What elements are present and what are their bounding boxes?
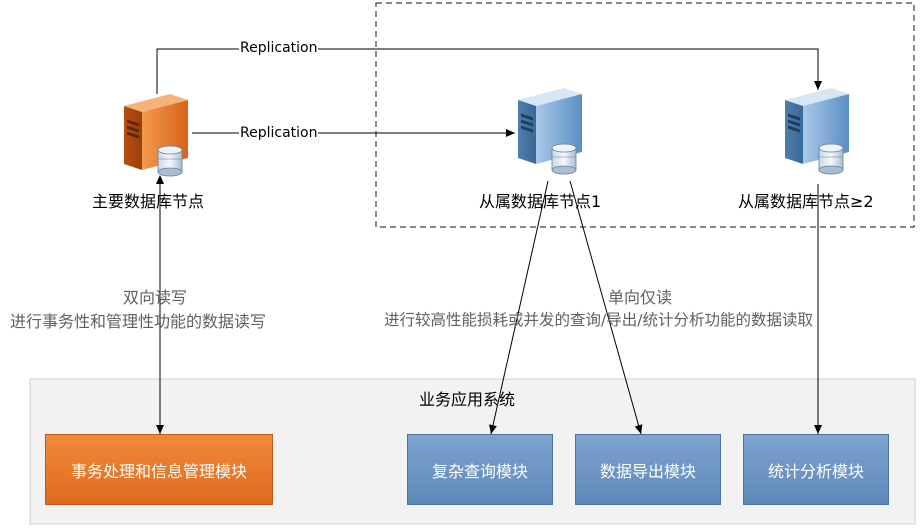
replica1-query-link: [489, 180, 549, 435]
replica2-node-label: 从属数据库节点≥2: [738, 192, 874, 211]
panel-title: 业务应用系统: [419, 390, 516, 409]
primary-node-label: 主要数据库节点: [92, 192, 205, 211]
module-transaction[interactable]: 事务处理和信息管理模块: [45, 434, 273, 505]
replication-label-top: Replication: [239, 40, 319, 56]
server-icon-primary: [124, 94, 188, 177]
replica1-export-link: [569, 180, 643, 435]
replication-label-mid: Replication: [239, 125, 319, 141]
left-annotation-line2: 进行事务性和管理性功能的数据读写: [10, 312, 267, 331]
server-icon-replica1: [518, 88, 582, 175]
module-data-export[interactable]: 数据导出模块: [575, 434, 721, 505]
right-annotation-line1: 单向仅读: [608, 288, 673, 307]
replica-group-border: [375, 2, 915, 228]
server-icon-replica2: [785, 88, 849, 175]
left-annotation-line1: 双向读写: [123, 288, 188, 307]
right-annotation-line2: 进行较高性能损耗或并发的查询/导出/统计分析功能的数据读取: [384, 311, 813, 329]
module-complex-query[interactable]: 复杂查询模块: [407, 434, 553, 505]
module-statistics[interactable]: 统计分析模块: [743, 434, 889, 505]
replication-line-top: [156, 48, 822, 94]
replica1-node-label: 从属数据库节点1: [479, 192, 602, 211]
